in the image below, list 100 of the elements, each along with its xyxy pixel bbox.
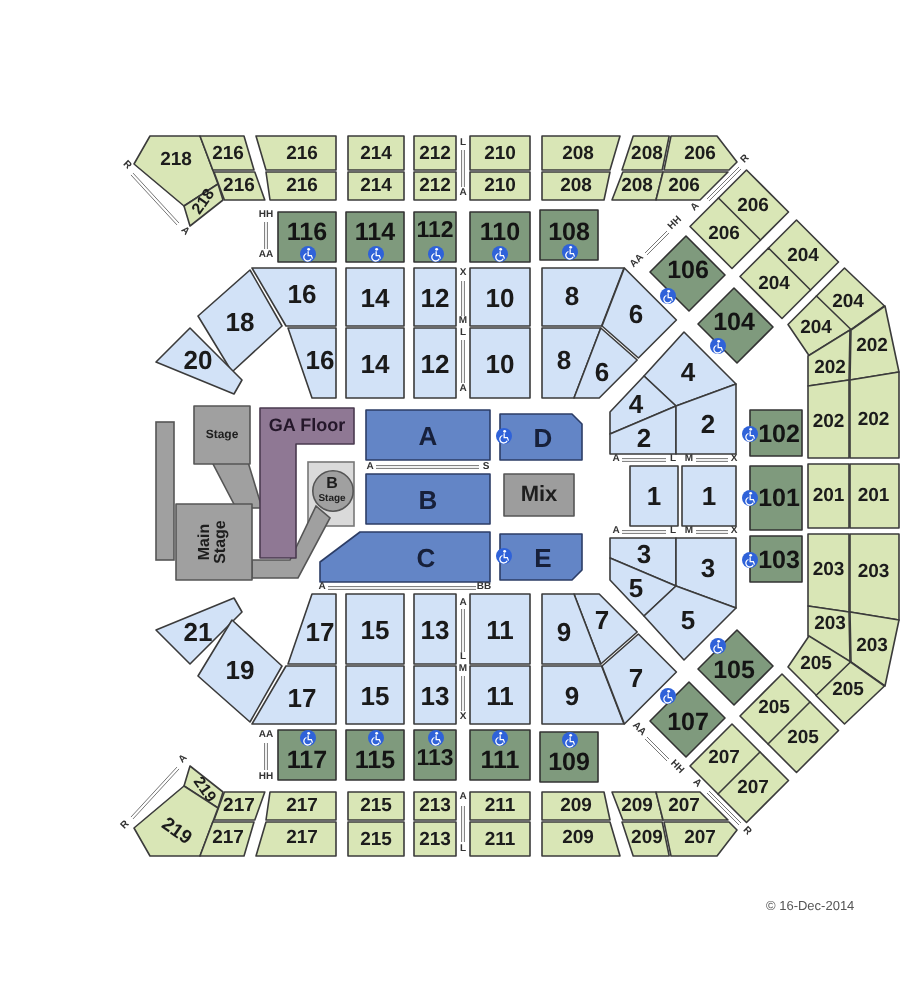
section-number: 213 — [419, 829, 451, 849]
section-number: 205 — [800, 654, 832, 674]
section-number: 210 — [484, 176, 516, 196]
seating-section — [256, 136, 336, 170]
seating-section — [278, 730, 336, 780]
section-number: 4 — [628, 391, 644, 417]
section-number: 3 — [636, 541, 652, 567]
seating-section — [252, 268, 336, 326]
ga-floor-area — [260, 408, 354, 558]
section-number: 208 — [621, 176, 653, 196]
section-number: 203 — [857, 562, 890, 582]
floor-section — [320, 532, 490, 582]
section-number: 217 — [223, 796, 255, 816]
section-number: 13 — [420, 616, 450, 642]
seating-section — [266, 792, 336, 820]
seating-section — [252, 666, 336, 724]
section-number: 10 — [485, 350, 515, 376]
seating-section — [414, 136, 456, 170]
seating-section — [682, 466, 736, 526]
seating-section — [288, 594, 336, 664]
seating-section — [213, 172, 264, 200]
seating-section — [656, 172, 728, 200]
section-number: 19 — [225, 657, 255, 683]
section-number: 20 — [183, 347, 213, 373]
seating-section — [184, 184, 223, 226]
section-letter: D — [533, 424, 553, 450]
section-number: 206 — [737, 195, 769, 215]
section-number: 202 — [857, 410, 890, 430]
section-number: 207 — [668, 796, 700, 816]
section-number: 216 — [212, 144, 244, 164]
seating-section — [644, 332, 736, 406]
section-number: 203 — [814, 614, 846, 634]
seating-section — [676, 384, 736, 454]
section-number: 8 — [564, 283, 580, 309]
section-number: 11 — [486, 616, 514, 642]
seating-section — [346, 212, 404, 262]
section-number: 213 — [419, 796, 451, 816]
section-number: 202 — [856, 336, 888, 356]
section-number: 111 — [480, 747, 520, 773]
section-number: 112 — [416, 220, 454, 244]
section-number: 205 — [787, 727, 819, 747]
seating-section — [156, 598, 242, 664]
seating-section — [612, 172, 663, 200]
seating-section — [750, 466, 802, 530]
seating-section — [540, 210, 598, 260]
seating-section — [470, 268, 530, 326]
section-letter: A — [418, 422, 438, 448]
section-number: 105 — [713, 657, 755, 683]
seating-section — [676, 538, 736, 608]
seating-section — [414, 268, 456, 326]
seating-section — [808, 464, 849, 528]
seating-section — [542, 172, 610, 200]
seating-section — [750, 410, 802, 456]
section-number: 6 — [594, 359, 610, 385]
seating-section — [348, 136, 404, 170]
section-number: 205 — [758, 698, 790, 718]
seating-section — [346, 328, 404, 398]
section-number: 104 — [713, 309, 755, 335]
seating-section — [346, 268, 404, 326]
section-number: 209 — [631, 828, 663, 848]
section-number: 218 — [160, 150, 192, 170]
section-number: 7 — [628, 665, 644, 691]
section-number: 102 — [758, 420, 800, 446]
section-number: 215 — [360, 796, 392, 816]
section-number: 204 — [832, 292, 864, 312]
section-number: 217 — [286, 828, 318, 848]
floor-section — [500, 414, 582, 460]
section-number: 202 — [814, 358, 846, 378]
section-number: 12 — [420, 350, 450, 376]
section-number: 218 — [188, 186, 218, 218]
floor-section — [366, 410, 490, 460]
section-number: 214 — [360, 143, 392, 163]
section-number: 211 — [484, 829, 516, 849]
stage-label: Main Stage — [197, 518, 231, 568]
section-number: 216 — [286, 176, 318, 196]
section-number: 101 — [758, 485, 800, 511]
seating-section — [849, 464, 898, 528]
section-number: 209 — [560, 796, 592, 816]
section-number: 217 — [286, 796, 318, 816]
section-number: 109 — [548, 748, 590, 774]
section-number: 203 — [812, 560, 845, 580]
section-number: 207 — [684, 828, 716, 848]
seating-section — [414, 328, 456, 398]
section-number: 201 — [857, 486, 890, 506]
section-number: 207 — [737, 777, 769, 797]
section-number: 204 — [758, 274, 790, 294]
section-number: 217 — [212, 828, 244, 848]
section-number: 205 — [832, 680, 864, 700]
section-number: 207 — [708, 748, 740, 768]
section-number: 212 — [419, 176, 451, 196]
seating-section — [414, 822, 456, 856]
seating-section — [200, 136, 254, 170]
section-number: 219 — [157, 815, 195, 849]
seating-section — [348, 822, 404, 856]
section-number: 110 — [479, 219, 521, 245]
section-number: 103 — [758, 546, 800, 572]
seating-section — [849, 372, 898, 458]
section-number: 10 — [485, 284, 515, 310]
seating-section — [414, 594, 456, 664]
seating-section — [574, 328, 638, 398]
